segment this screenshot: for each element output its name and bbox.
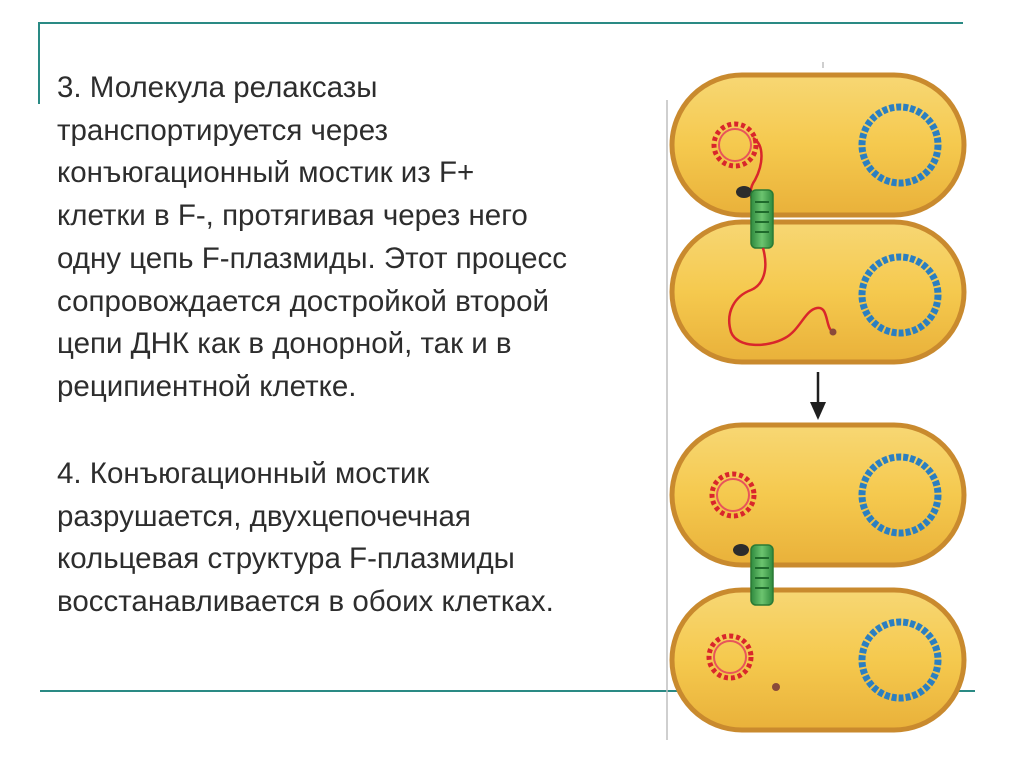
paragraph-step-3: 3. Молекула релаксазы транспортируется ч… bbox=[57, 67, 657, 409]
f-plasmid-inner-ring bbox=[713, 640, 747, 674]
conjugation-diagram bbox=[666, 62, 967, 740]
frame-top-line bbox=[38, 22, 963, 24]
f-plasmid-red-ring bbox=[711, 121, 759, 169]
paragraph-line: одну цепь F-плазмиды. Этот процесс bbox=[57, 241, 568, 275]
chromosome-blue-ring bbox=[858, 618, 942, 702]
relaxase-small-blob bbox=[772, 683, 780, 691]
conjugation-illustration bbox=[655, 50, 975, 750]
paragraph-line: разрушается, двухцепочечная bbox=[57, 499, 471, 533]
paragraph-line: сопровождается достройкой второй bbox=[57, 284, 549, 318]
paragraph-line: транспортируется через bbox=[57, 113, 388, 147]
transferred-strand bbox=[728, 247, 834, 347]
paragraph-line: реципиентной клетке. bbox=[57, 369, 357, 403]
relaxase-blob bbox=[733, 544, 749, 556]
frame-left-line bbox=[38, 22, 40, 104]
strand-end-blob bbox=[829, 328, 837, 336]
conjugation-bridge-top bbox=[750, 189, 774, 249]
paragraph-line: конъюгационный мостик из F+ bbox=[57, 156, 475, 190]
chromosome-blue-ring bbox=[858, 253, 942, 337]
paragraph-line: кольцевая структура F-плазмиды bbox=[57, 542, 515, 576]
chromosome-blue-ring bbox=[858, 453, 942, 537]
f-plasmid-red-ring bbox=[709, 471, 757, 519]
f-plasmid-inner-ring bbox=[716, 478, 750, 512]
f-plasmid-inner-ring bbox=[718, 128, 752, 162]
recipient-cell-top bbox=[669, 219, 967, 365]
conjugation-bridge-bottom bbox=[750, 544, 774, 606]
donor-cell-bottom bbox=[669, 422, 967, 568]
paragraph-line: клетки в F-, протягивая через него bbox=[57, 199, 528, 233]
chromosome-blue-ring bbox=[858, 103, 942, 187]
paragraph-line: 3. Молекула релаксазы bbox=[57, 71, 378, 104]
paragraph-step-4: 4. Конъюгационный мостик разрушается, дв… bbox=[57, 453, 657, 624]
paragraph-line: восстанавливается в обоих клетках. bbox=[57, 585, 554, 619]
paragraph-line: 4. Конъюгационный мостик bbox=[57, 457, 430, 490]
paragraph-line: цепи ДНК как в донорной, так и в bbox=[57, 327, 512, 361]
frame-bottom-line bbox=[40, 690, 975, 692]
f-plasmid-red-ring bbox=[706, 633, 754, 681]
relaxase-blob bbox=[736, 186, 752, 198]
arrow-down-head bbox=[810, 402, 826, 420]
recipient-cell-bottom bbox=[669, 587, 967, 733]
